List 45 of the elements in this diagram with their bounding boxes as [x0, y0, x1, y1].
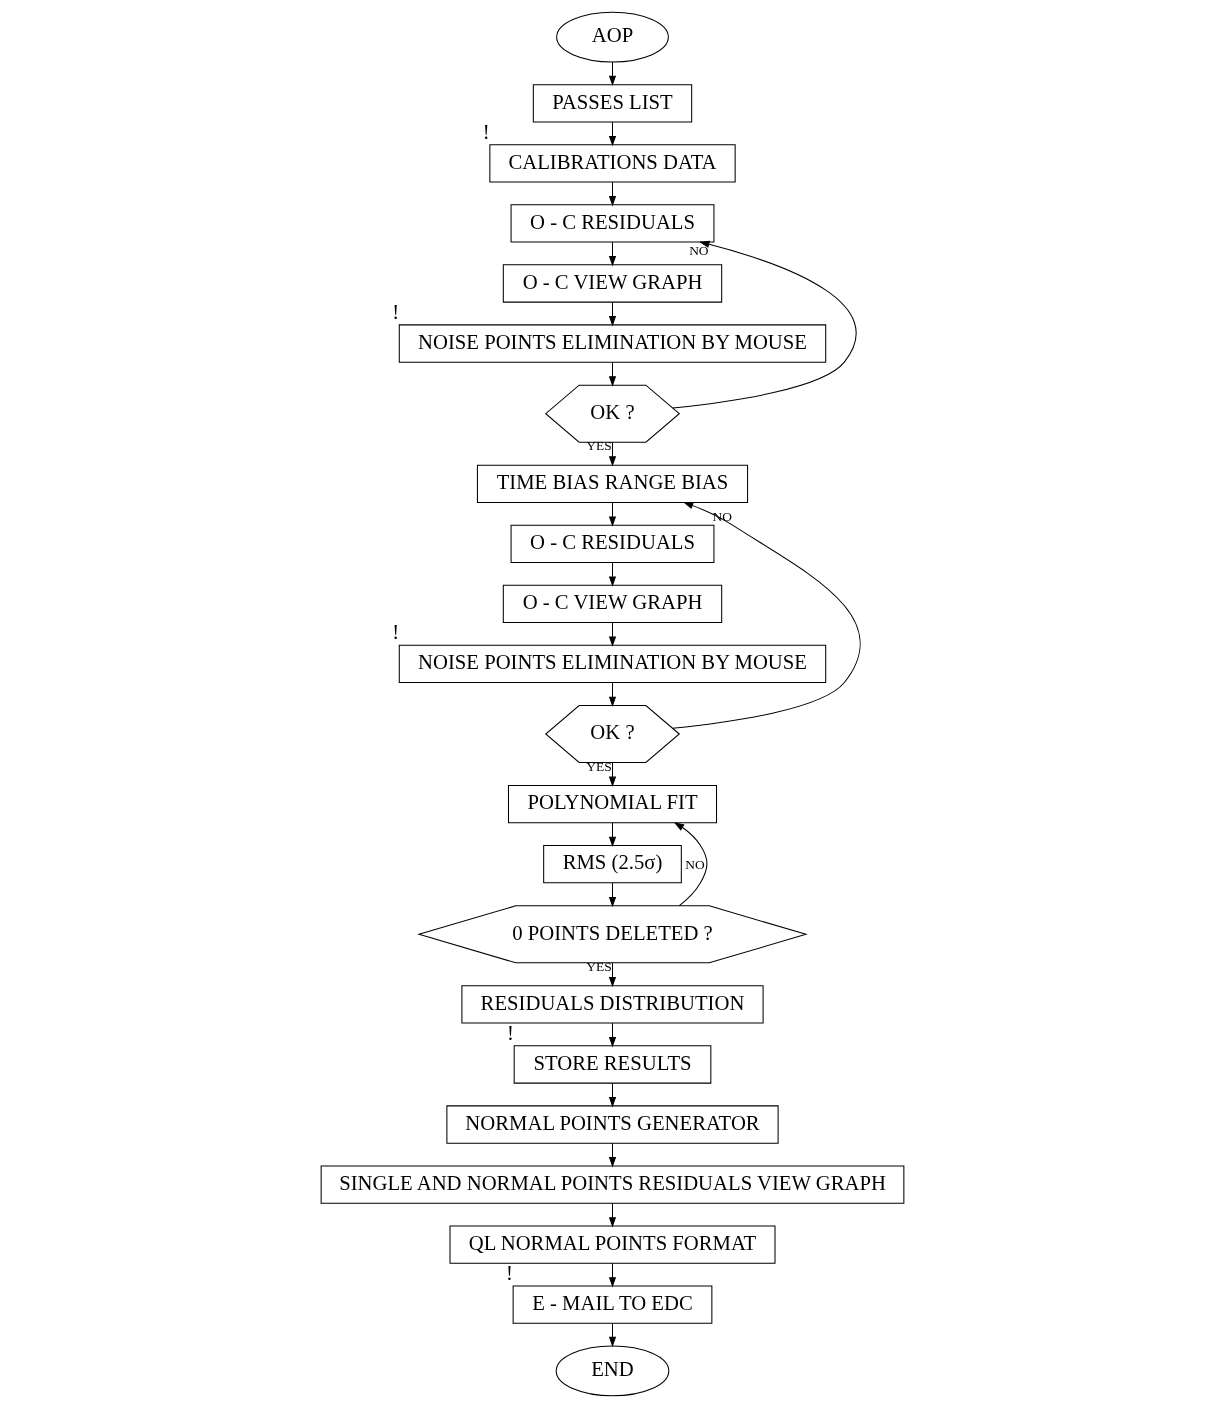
node-box: NORMAL POINTS GENERATOR: [446, 1105, 779, 1144]
node-box: TIME BIAS RANGE BIAS: [476, 464, 749, 503]
arrow: [608, 181, 617, 207]
node-box: POLYNOMIAL FIT: [507, 785, 718, 824]
node-box: NOISE POINTS ELIMINATION BY MOUSE: [398, 644, 827, 684]
edge-label: NO: [685, 857, 705, 873]
node-box: RESIDUALS DISTRIBUTION: [461, 985, 764, 1024]
node-box: QL NORMAL POINTS FORMAT: [449, 1225, 776, 1264]
node-ellipse: AOP: [556, 11, 669, 63]
arrow: [608, 682, 617, 708]
arrow: [672, 502, 861, 729]
node-box: PASSES LIST: [532, 84, 693, 123]
node-label: !: [482, 120, 490, 143]
node-box: E - MAIL TO EDC: [512, 1285, 713, 1324]
node-label: !: [392, 300, 400, 323]
arrow: [608, 441, 617, 467]
node-box: O - C VIEW GRAPH: [502, 264, 723, 303]
arrow: [608, 61, 617, 87]
arrow: [608, 121, 617, 147]
node-box: NOISE POINTS ELIMINATION BY MOUSE: [398, 324, 827, 363]
arrow: [608, 301, 617, 327]
edge-label: NO: [689, 243, 709, 259]
node-box: STORE RESULTS: [513, 1045, 712, 1084]
node-label: !: [507, 1021, 514, 1044]
node-label: !: [506, 1261, 513, 1284]
arrow: [608, 1082, 617, 1108]
arrow: [608, 962, 617, 988]
node-box: SINGLE AND NORMAL POINTS RESIDUALS VIEW GRAPH: [320, 1165, 905, 1204]
arrow: [608, 361, 617, 387]
node-box: CALIBRATIONS DATA: [489, 144, 736, 183]
arrow: [608, 1142, 617, 1168]
node-ellipse: END: [555, 1345, 670, 1397]
arrow: [608, 882, 617, 908]
arrow: [608, 241, 617, 267]
node-box: RMS (2.5σ): [543, 845, 682, 884]
arrow: [608, 1202, 617, 1228]
arrow: [672, 240, 857, 409]
arrow: [608, 1022, 617, 1048]
arrow: [608, 1323, 617, 1348]
node-label: !: [392, 621, 400, 644]
arrow: [608, 1262, 617, 1288]
node-box: O - C RESIDUALS: [510, 524, 715, 563]
node-box: O - C VIEW GRAPH: [502, 584, 723, 623]
arrow: [608, 822, 617, 848]
node-box: O - C RESIDUALS: [510, 204, 715, 243]
